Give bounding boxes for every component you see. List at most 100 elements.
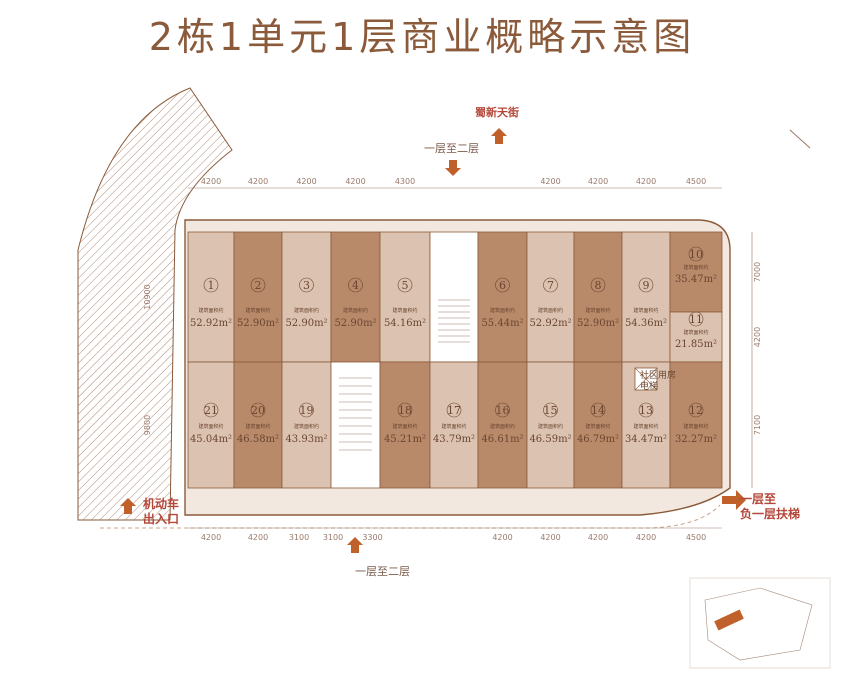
unit-number-circle: [250, 277, 266, 293]
unit-area-caption: 建筑面积约: [538, 307, 563, 314]
unit-19: [281, 361, 332, 489]
unit-number-18: 18: [398, 404, 412, 417]
unit-number-circle: [638, 277, 654, 293]
arrow-down-stairs: [445, 160, 461, 176]
unit-number-17: 17: [447, 404, 461, 417]
unit-area-caption: 建筑面积约: [294, 307, 319, 314]
unit-3: [281, 231, 332, 363]
unit-14: [573, 361, 623, 489]
unit-area-caption: 建筑面积约: [490, 423, 515, 430]
unit-area-16: 46.61m²: [481, 434, 523, 445]
unit-area-13: 34.47m²: [625, 434, 667, 445]
unit-8: [573, 231, 623, 363]
unit-number-1: 1: [208, 279, 215, 292]
dimension-top: 4200: [248, 177, 268, 186]
unit-number-20: 20: [251, 404, 265, 417]
unit-number-circle: [688, 246, 704, 262]
dimension-top: 4200: [296, 177, 316, 186]
dimension-top: 4200: [201, 177, 221, 186]
unit-number-circle: [250, 402, 266, 418]
dimension-bottom: 4500: [686, 533, 706, 542]
unit-5: [379, 231, 431, 363]
unit-number-9: 9: [643, 279, 650, 292]
dimension-left: 9800: [143, 415, 152, 435]
unit-area-21: 45.04m²: [190, 434, 232, 445]
unit-number-8: 8: [595, 279, 602, 292]
dimension-right: 7100: [753, 415, 762, 435]
dimension-bottom: 4200: [492, 533, 512, 542]
unit-number-3: 3: [303, 279, 310, 292]
unit-4: [330, 231, 381, 363]
unit-area-12: 32.27m²: [675, 434, 717, 445]
unit-area-caption: 建筑面积约: [538, 423, 563, 430]
unit-area-caption: 建筑面积约: [633, 307, 658, 314]
unit-area-5: 54.16m²: [384, 318, 426, 329]
unit-area-caption: 建筑面积约: [245, 423, 270, 430]
unit-area-6: 55.44m²: [481, 318, 523, 329]
unit-area-caption: 建筑面积约: [683, 329, 708, 336]
unit-number-circle: [590, 277, 606, 293]
unit-area-11: 21.85m²: [675, 339, 717, 350]
dimension-bottom: 3300: [362, 533, 382, 542]
location-minimap: [689, 577, 831, 669]
unit-6: [477, 231, 528, 363]
unit-17: [429, 361, 479, 489]
unit-number-5: 5: [402, 279, 409, 292]
unit-area-caption: 建筑面积约: [585, 423, 610, 430]
unit-number-circle: [203, 277, 219, 293]
unit-area-caption: 建筑面积约: [343, 307, 368, 314]
unit-number-2: 2: [255, 279, 262, 292]
unit-area-7: 52.92m²: [529, 318, 571, 329]
unit-number-circle: [203, 402, 219, 418]
unit-number-circle: [446, 402, 462, 418]
dimension-top: 4500: [686, 177, 706, 186]
unit-number-12: 12: [689, 404, 703, 417]
arrow-right-escalator: [722, 490, 746, 510]
label-top-street: 蜀新天街: [475, 106, 519, 119]
label-elevator: 社区用房 电梯: [640, 371, 677, 392]
unit-area-19: 43.93m²: [285, 434, 327, 445]
unit-2: [233, 231, 283, 363]
road-edge-line: [100, 504, 721, 529]
minimap-highlight: [714, 609, 744, 631]
unit-number-circle: [397, 402, 413, 418]
unit-area-caption: 建筑面积约: [392, 423, 417, 430]
unit-area-caption: 建筑面积约: [294, 423, 319, 430]
unit-number-21: 21: [204, 404, 218, 417]
elevator-cross: [634, 367, 658, 391]
minimap-outline: [704, 587, 813, 661]
dimension-bottom: 4200: [540, 533, 560, 542]
dimension-bottom: 4200: [588, 533, 608, 542]
page-title: 2栋1单元1层商业概略示意图: [148, 15, 696, 59]
unit-number-circle: [397, 277, 413, 293]
unit-area-caption: 建筑面积约: [683, 423, 708, 430]
unit-1: [187, 231, 235, 363]
label-bottom-stairs: 一层至二层: [355, 565, 410, 578]
unit-18: [379, 361, 431, 489]
unit-number-7: 7: [547, 279, 554, 292]
unit-number-circle: [299, 277, 314, 293]
unit-area-caption: 建筑面积约: [392, 307, 417, 314]
stair-core-bottom: [330, 361, 381, 489]
dimension-left: 10900: [143, 284, 152, 309]
north-arrow-icon: [789, 129, 811, 149]
unit-number-circle: [348, 277, 363, 293]
label-escalator: 一层至 负一层扶梯: [740, 492, 801, 521]
dimension-top: 4200: [636, 177, 656, 186]
unit-area-4: 52.90m²: [334, 318, 376, 329]
unit-number-circle: [688, 311, 704, 327]
dimension-right: 7000: [753, 262, 762, 282]
unit-number-circle: [688, 402, 704, 418]
unit-number-14: 14: [591, 404, 605, 417]
unit-area-14: 46.79m²: [577, 434, 619, 445]
unit-area-17: 43.79m²: [433, 434, 475, 445]
unit-12: [669, 361, 723, 489]
label-top-stairs: 一层至二层: [424, 142, 479, 155]
unit-area-9: 54.36m²: [625, 318, 667, 329]
unit-number-circle: [495, 402, 510, 418]
unit-area-caption: 建筑面积约: [490, 307, 515, 314]
unit-area-10: 35.47m²: [675, 274, 717, 285]
dimension-bottom: 4200: [248, 533, 268, 542]
unit-number-4: 4: [352, 279, 359, 292]
